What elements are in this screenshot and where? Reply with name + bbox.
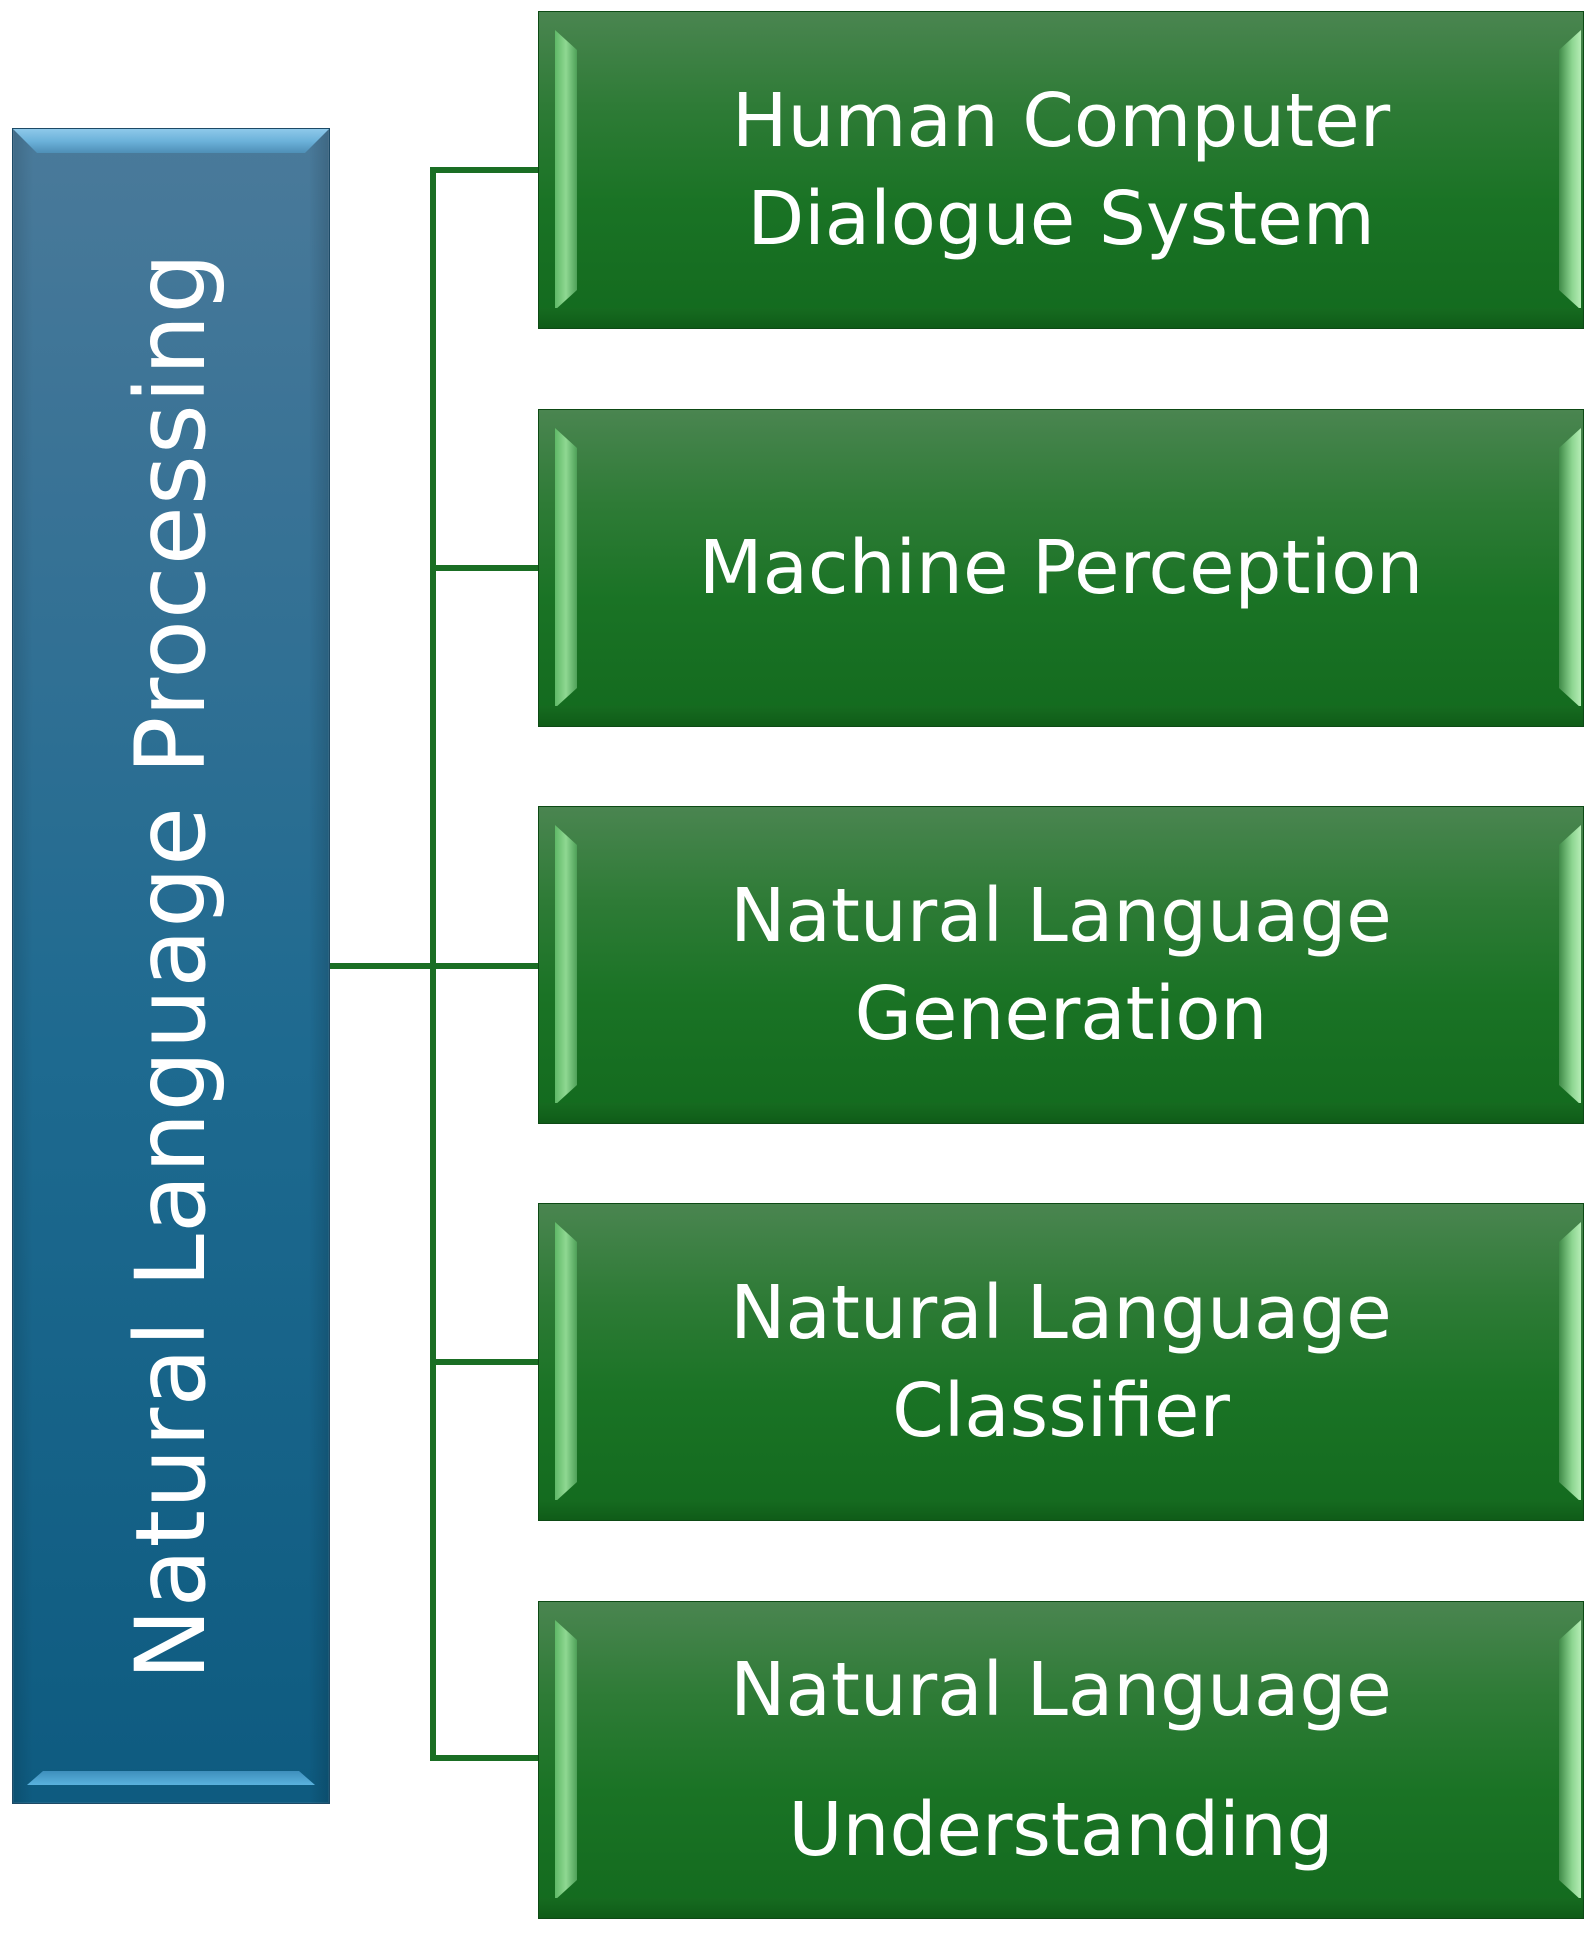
node-bevel-bottom	[539, 1103, 1583, 1123]
root-bevel-left	[13, 129, 33, 1803]
node-bevel-left	[555, 428, 577, 708]
node-label-line: Generation	[854, 971, 1268, 1057]
node-bevel-left	[555, 1222, 577, 1502]
node-label-line: Human Computer	[731, 78, 1391, 164]
root-node-natural-language-processing: Natural Language Processing	[12, 128, 330, 1804]
node-label-line: Natural Language	[730, 873, 1392, 959]
connector-branch-3	[430, 963, 538, 969]
node-bevel-right	[1559, 428, 1581, 708]
node-label: Natural Language Generation	[730, 867, 1392, 1063]
node-bevel-right	[1559, 30, 1581, 310]
node-bevel-bottom	[539, 308, 1583, 328]
child-node-machine-perception: Machine Perception	[538, 409, 1584, 727]
node-label-line: Understanding	[788, 1787, 1334, 1873]
root-bevel-right	[309, 129, 329, 1803]
child-node-natural-language-understanding: Natural Language Understanding	[538, 1601, 1584, 1919]
node-bevel-bottom	[539, 1898, 1583, 1918]
node-label: Natural Language Understanding	[730, 1620, 1392, 1900]
connector-branch-5	[430, 1755, 538, 1761]
node-bevel-bottom	[539, 1500, 1583, 1520]
node-label-line: Machine Perception	[698, 525, 1424, 611]
node-bevel-bottom	[539, 706, 1583, 726]
connector-branch-1	[430, 167, 538, 173]
node-bevel-left	[555, 30, 577, 310]
node-bevel-left	[555, 1620, 577, 1900]
node-bevel-right	[1559, 825, 1581, 1105]
child-node-natural-language-generation: Natural Language Generation	[538, 806, 1584, 1124]
node-bevel-left	[555, 825, 577, 1105]
node-label-line: Dialogue System	[747, 176, 1375, 262]
child-node-human-computer-dialogue-system: Human Computer Dialogue System	[538, 11, 1584, 329]
node-label-line: Natural Language	[730, 1647, 1392, 1733]
node-label-line: Natural Language	[730, 1270, 1392, 1356]
child-node-natural-language-classifier: Natural Language Classifier	[538, 1203, 1584, 1521]
node-label: Human Computer Dialogue System	[732, 72, 1390, 268]
node-bevel-right	[1559, 1620, 1581, 1900]
node-bevel-right	[1559, 1222, 1581, 1502]
root-bevel-bottom	[27, 1771, 315, 1785]
connector-branch-2	[430, 565, 538, 571]
connector-root-to-trunk	[330, 963, 434, 969]
node-label: Natural Language Classifier	[730, 1264, 1392, 1460]
root-bevel-top	[13, 129, 329, 153]
root-label: Natural Language Processing	[115, 251, 227, 1681]
node-label: Machine Perception	[699, 519, 1424, 617]
node-label-line: Classifier	[892, 1368, 1230, 1454]
connector-branch-4	[430, 1359, 538, 1365]
